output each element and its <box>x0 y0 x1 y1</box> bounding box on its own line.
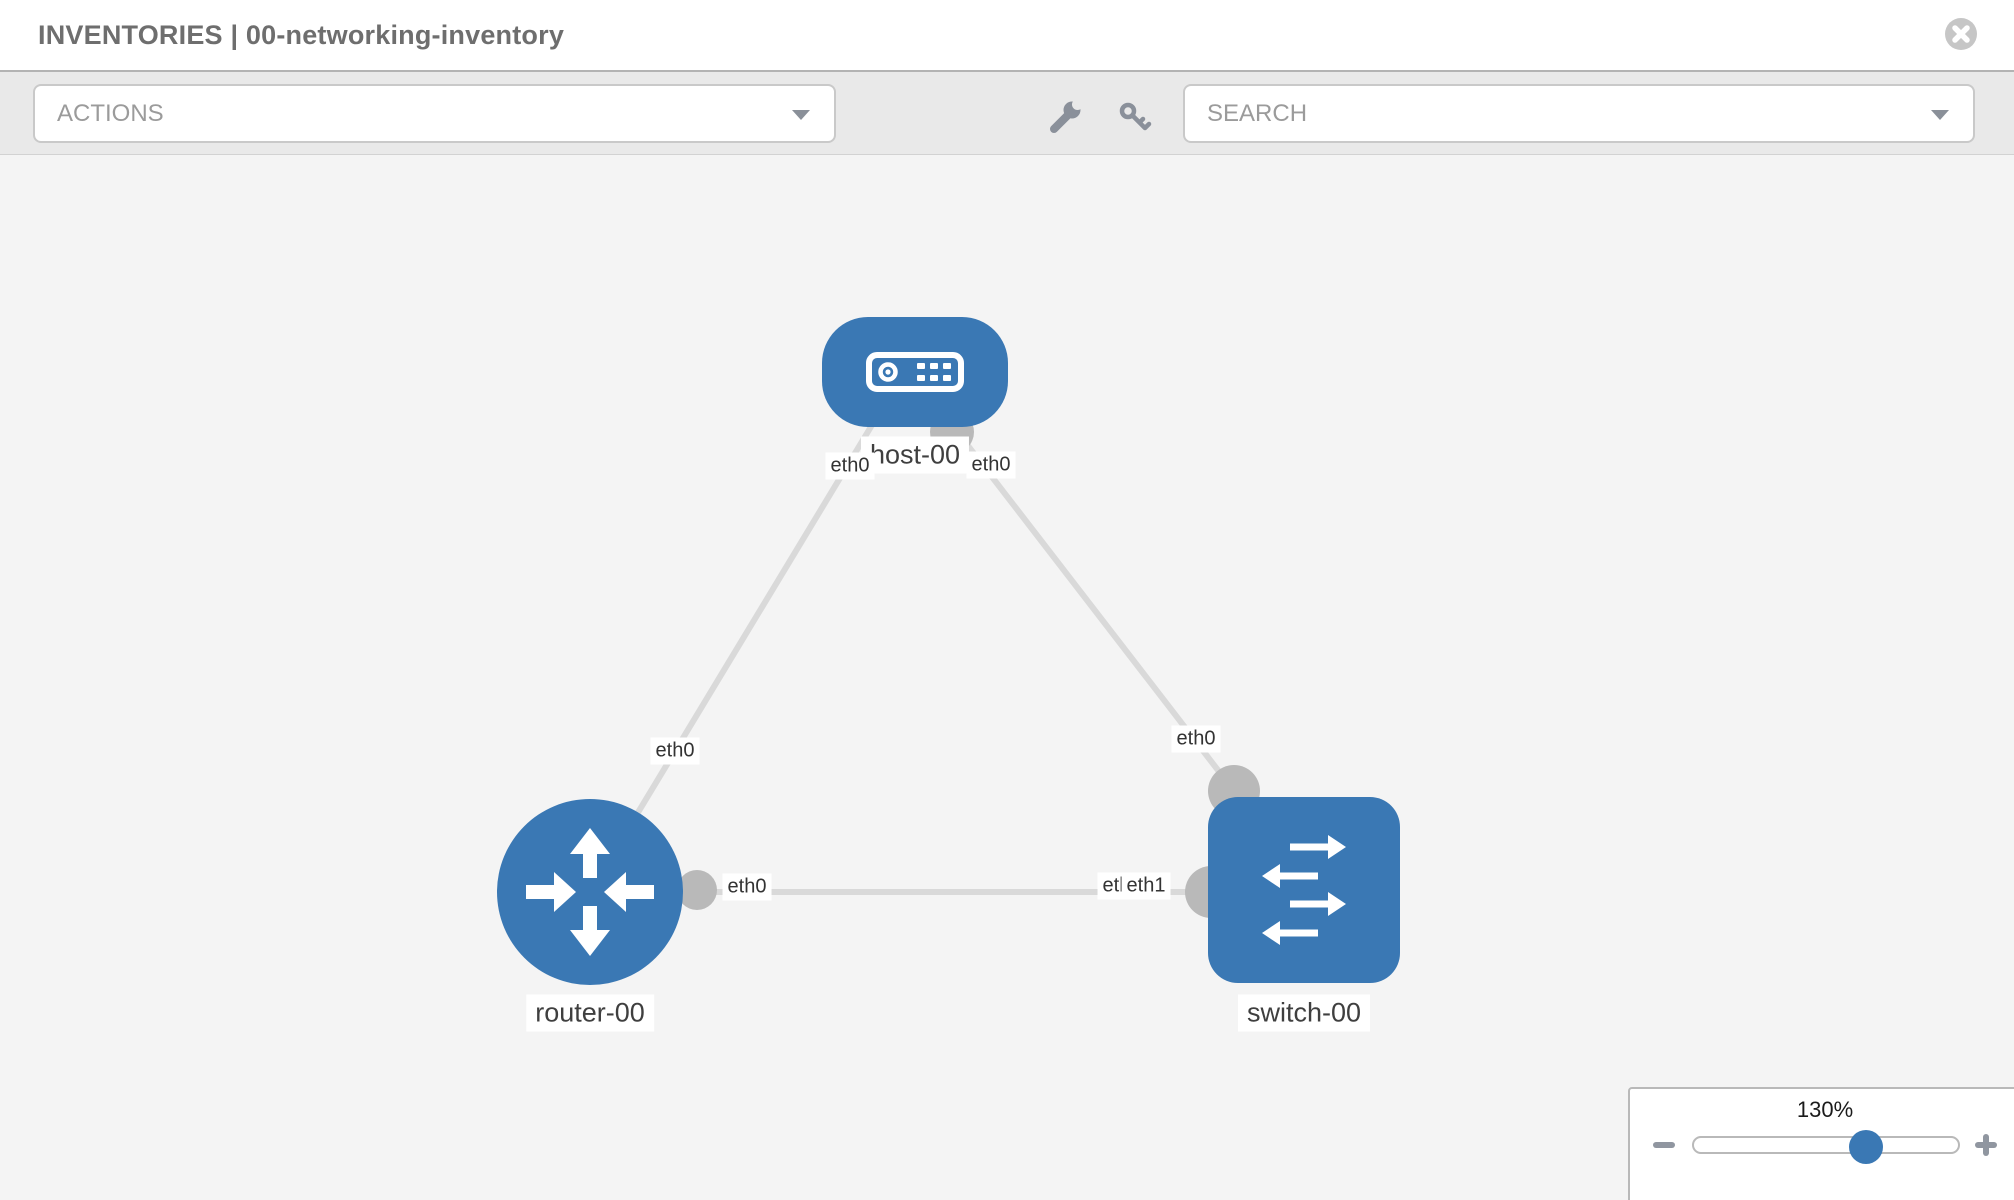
chevron-down-icon <box>792 110 810 120</box>
node-label-switch: switch-00 <box>1237 994 1371 1032</box>
host-icon <box>866 352 964 392</box>
node-router[interactable] <box>497 799 683 985</box>
zoom-panel: 130% <box>1628 1087 2014 1200</box>
key-icon <box>1119 102 1152 131</box>
zoom-level: 130% <box>1796 1097 1854 1122</box>
interface-label-host-eth0-right: eth0 <box>966 451 1016 479</box>
interface-label-router-eth0-top: eth0 <box>650 737 700 765</box>
links-layer <box>587 423 1237 895</box>
node-switch[interactable] <box>1208 797 1400 983</box>
zoom-out-button[interactable] <box>1650 1131 1678 1159</box>
node-label-router: router-00 <box>526 994 654 1032</box>
plus-icon <box>1975 1134 1997 1156</box>
close-button[interactable] <box>1944 17 1978 51</box>
switch-icon <box>1262 835 1346 945</box>
close-icon <box>1945 18 1977 50</box>
interface-label-router-eth0-right: eth0 <box>722 873 772 901</box>
search-dropdown-label: SEARCH <box>1207 100 1308 127</box>
router-icon <box>526 828 654 956</box>
zoom-in-button[interactable] <box>1972 1131 2000 1159</box>
wrench-icon <box>1050 99 1083 133</box>
header: INVENTORIES | 00-networking-inventory <box>0 0 2014 70</box>
node-label-host: host-00 <box>860 436 970 474</box>
interface-label-switch-eth1: eth1 <box>1121 872 1171 900</box>
node-host[interactable] <box>822 317 1008 427</box>
minus-icon <box>1653 1142 1675 1148</box>
topology-canvas[interactable]: host-00 router-00 switch-00 eth0 eth0 et… <box>0 155 2014 1200</box>
toolbar: ACTIONS SEARCH <box>0 70 2014 155</box>
interface-dot-router-eth0[interactable] <box>677 870 717 910</box>
zoom-slider-track[interactable] <box>1692 1130 1960 1164</box>
actions-dropdown-label: ACTIONS <box>57 100 164 127</box>
page-title: INVENTORIES | 00-networking-inventory <box>38 20 565 50</box>
interface-label-host-eth0-left: eth0 <box>825 452 875 480</box>
search-dropdown[interactable]: SEARCH <box>1183 84 1975 143</box>
interface-label-switch-eth0-top: eth0 <box>1171 725 1221 753</box>
configure-tool-button[interactable] <box>1047 98 1085 136</box>
zoom-slider-thumb[interactable] <box>1849 1130 1883 1164</box>
chevron-down-icon <box>1931 110 1949 120</box>
interface-layer <box>677 410 1260 918</box>
actions-dropdown[interactable]: ACTIONS <box>33 84 836 143</box>
credentials-tool-button[interactable] <box>1116 98 1154 136</box>
